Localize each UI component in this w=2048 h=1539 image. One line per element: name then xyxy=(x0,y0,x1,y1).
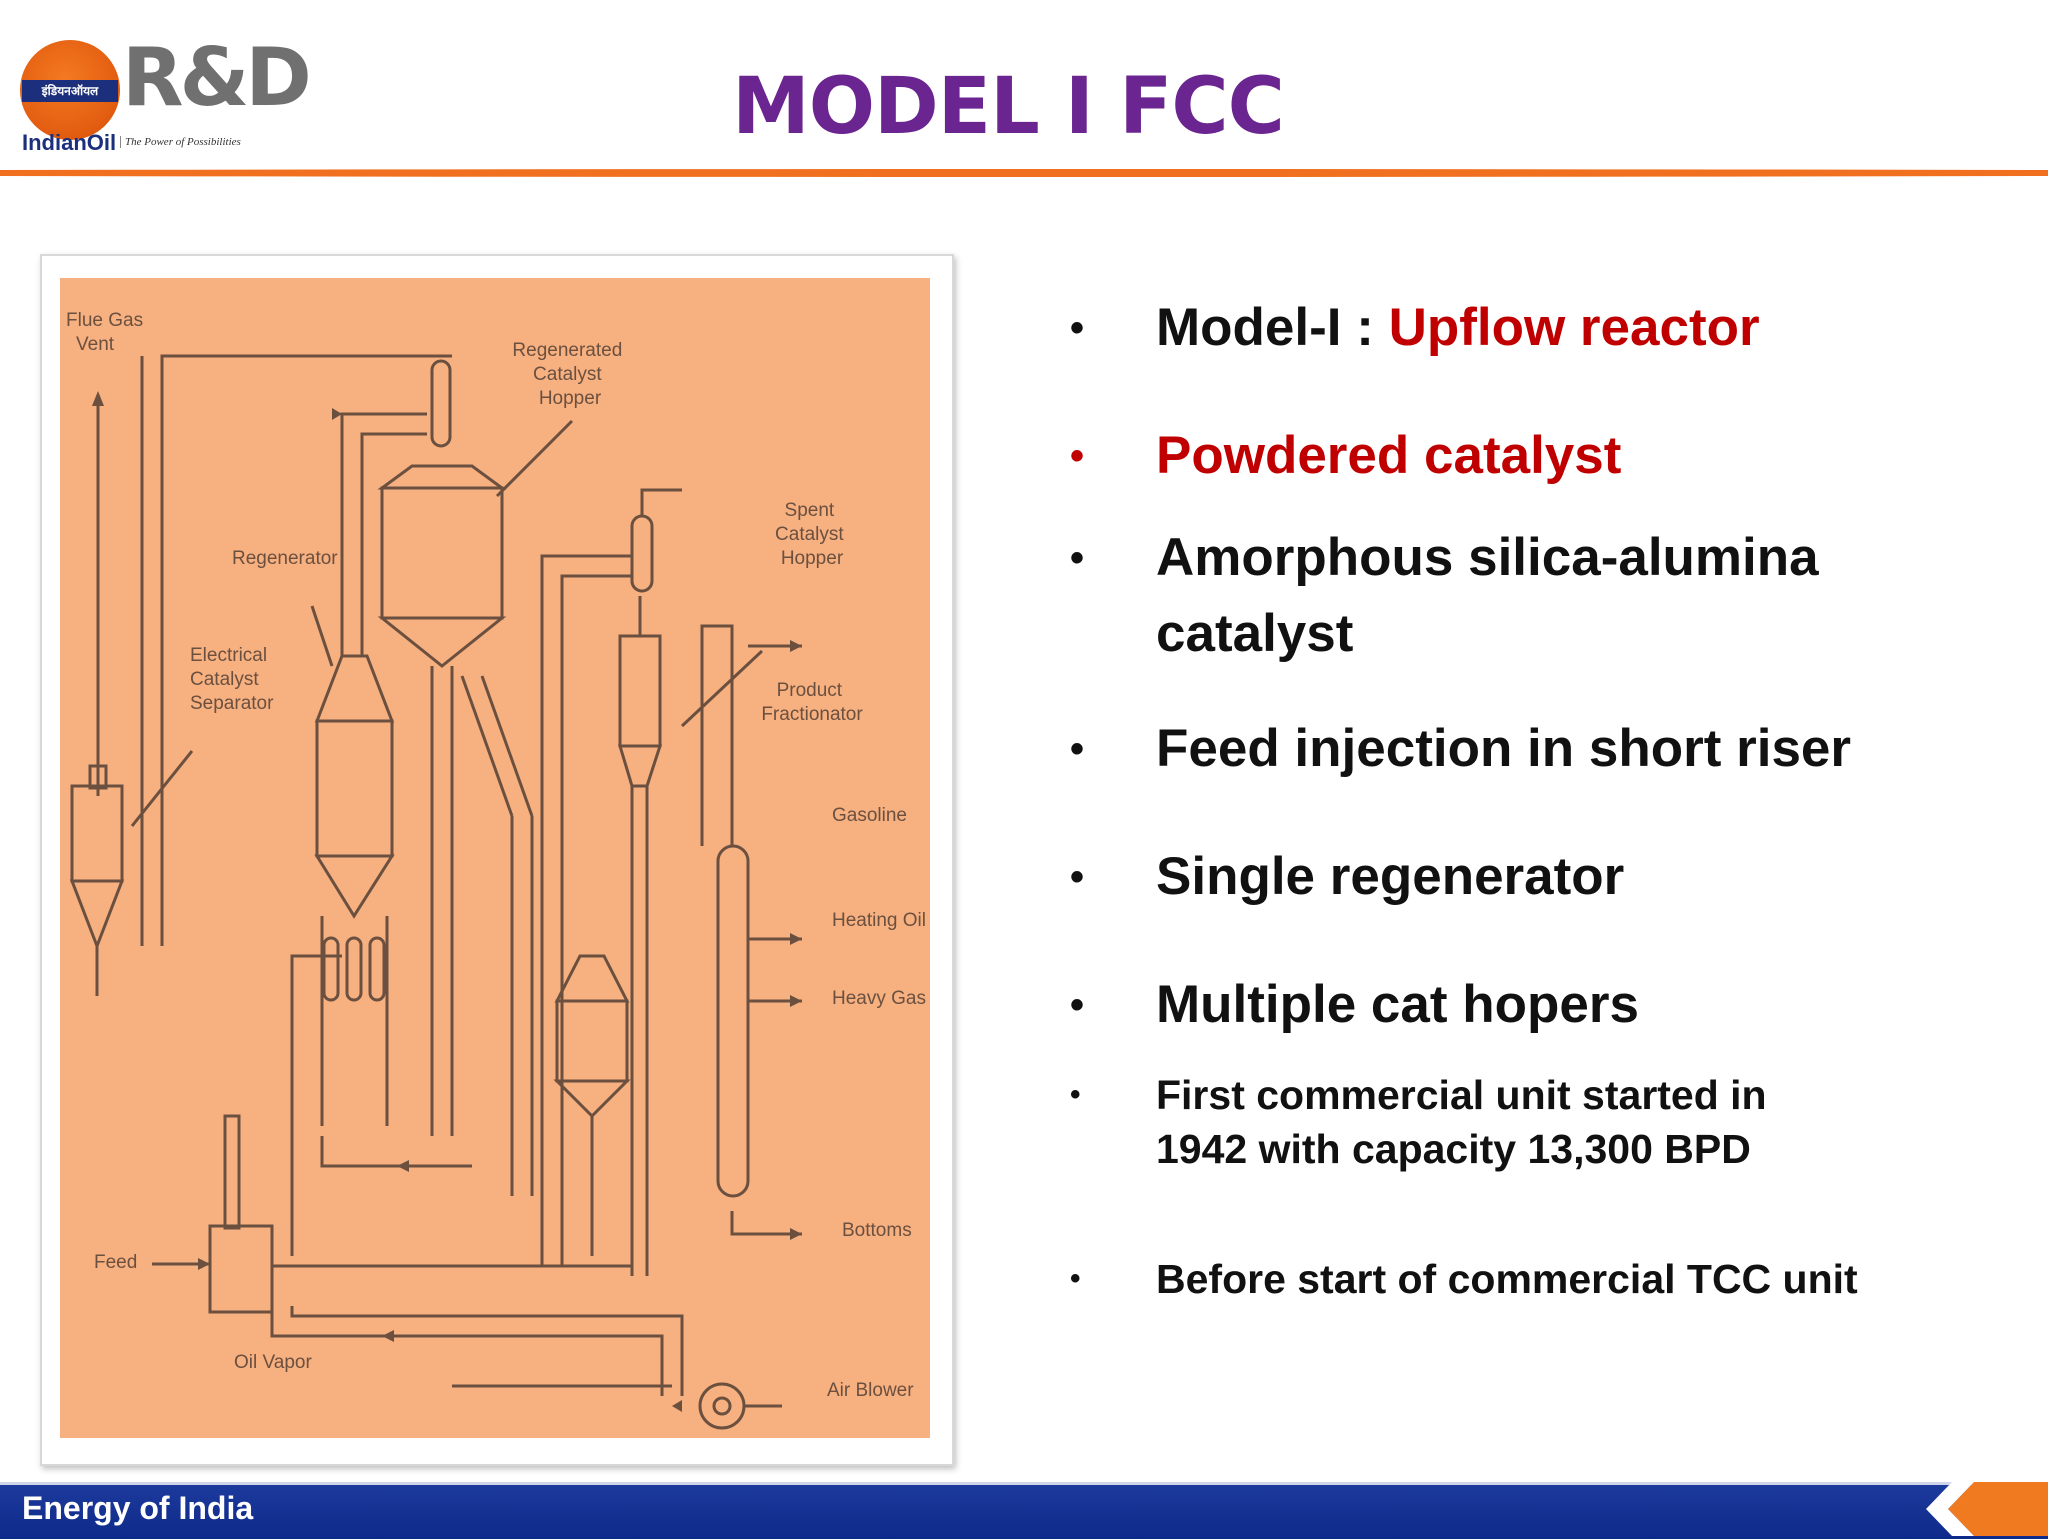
bullet-text: Multiple cat hopers xyxy=(1156,975,1639,1034)
logo-band-text: इंडियनऑयल xyxy=(22,80,118,102)
bullet-line-2: catalyst xyxy=(1156,604,1354,663)
bullet-marker: • xyxy=(1070,306,1085,350)
bullet-text: Feed injection in short riser xyxy=(1156,719,1852,778)
footer-text: Energy of India xyxy=(22,1490,254,1526)
logo-brand-text: IndianOil xyxy=(22,130,117,155)
bullet-marker: • xyxy=(1070,1078,1081,1111)
label-electrical-catalyst-separator: Electrical Catalyst Separator xyxy=(190,645,274,714)
label-heating-oil: Heating Oil xyxy=(832,910,926,931)
bullet-marker: • xyxy=(1070,727,1085,771)
diagram-background xyxy=(60,278,930,1438)
bullet-line-1: Amorphous silica-alumina xyxy=(1156,528,1819,587)
diagram-svg: Flue Gas Vent Regenerated Catalyst Hoppe… xyxy=(60,278,930,1438)
label-gasoline: Gasoline xyxy=(832,805,907,826)
label-regenerated-catalyst-hopper: Regenerated Catalyst Hopper xyxy=(512,340,627,409)
bullet-marker: • xyxy=(1070,1262,1081,1295)
footer-bar xyxy=(0,1482,2048,1539)
label-flue-gas-vent: Flue Gas Vent xyxy=(66,310,148,355)
bullet-text: Before start of commercial TCC unit xyxy=(1156,1256,1858,1302)
bullet-marker: • xyxy=(1070,536,1085,580)
diagram-lines xyxy=(69,354,802,1430)
logo-rd-text: R&D xyxy=(122,31,312,124)
bullet-text: Powdered catalyst xyxy=(1156,426,1622,485)
slide-title: MODEL I FCC xyxy=(732,62,1285,152)
logo-tagline: The Power of Possibilities xyxy=(120,136,241,148)
fcc-process-diagram: Flue Gas Vent Regenerated Catalyst Hoppe… xyxy=(40,254,954,1466)
label-oil-vapor: Oil Vapor xyxy=(234,1352,312,1373)
indianoil-rd-logo: इंडियनऑयल R&D IndianOil The Power of Pos… xyxy=(14,28,312,158)
label-spent-catalyst-hopper: Spent Catalyst Hopper xyxy=(775,500,849,569)
label-regenerator: Regenerator xyxy=(232,548,338,569)
label-air-blower: Air Blower xyxy=(827,1380,914,1401)
bullet-marker: • xyxy=(1070,983,1085,1027)
label-bottoms: Bottoms xyxy=(842,1220,912,1241)
label-heavy-gas: Heavy Gas xyxy=(832,988,926,1009)
bullet-line-1: First commercial unit started in xyxy=(1156,1072,1767,1118)
bullet-highlight: Upflow reactor xyxy=(1388,298,1760,357)
bullet-line-2: 1942 with capacity 13,300 BPD xyxy=(1156,1126,1751,1172)
title-divider xyxy=(0,169,2048,177)
label-feed: Feed xyxy=(94,1252,137,1273)
footer-chevron-icon xyxy=(1926,1482,2048,1536)
bullet-text: Single regenerator xyxy=(1156,847,1625,906)
bullet-prefix: Model-I : xyxy=(1156,298,1389,357)
diagram-arrows xyxy=(92,391,802,1412)
bullet-marker: • xyxy=(1070,855,1085,899)
bullet-marker: • xyxy=(1070,434,1085,478)
label-product-fractionator: Product Fractionator xyxy=(761,680,863,725)
